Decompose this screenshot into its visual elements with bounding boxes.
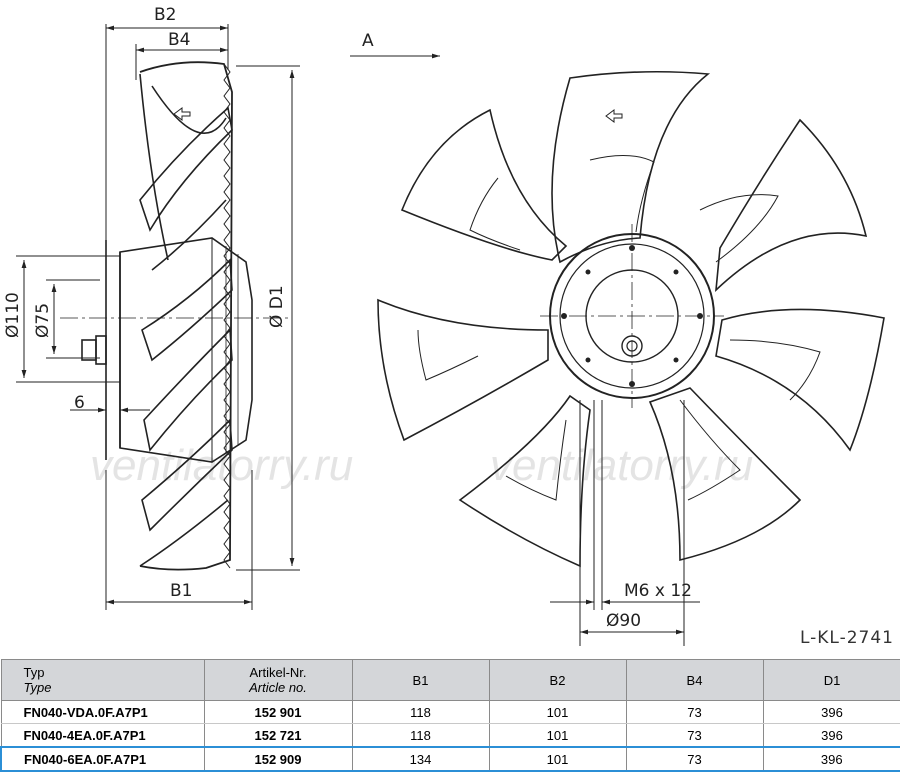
view-a-label: A (362, 31, 374, 51)
table-header-row: Typ Type Artikel-Nr. Article no. B1 B2 B… (0, 659, 900, 701)
header-type: Typ Type (0, 659, 205, 701)
cell-d1: 396 (762, 746, 900, 772)
dim-d1-label: Ø D1 (267, 285, 287, 328)
dim-b1-label: B1 (170, 581, 192, 601)
cell-b4: 73 (625, 746, 764, 772)
cell-d1: 396 (762, 700, 900, 724)
dim-b4-label: B4 (168, 30, 190, 50)
table-row[interactable]: FN040-VDA.0F.A7P1 152 901 118 101 73 396 (0, 700, 900, 724)
front-dimensions (350, 53, 700, 646)
dim-d75-label: Ø75 (33, 303, 53, 338)
fan-technical-drawing: ventilatorry.ru ventilatorry.ru (3, 5, 885, 646)
header-d1: D1 (762, 659, 900, 701)
cell-b1: 134 (351, 746, 490, 772)
header-b2: B2 (488, 659, 627, 701)
header-type-sublabel: Type (23, 680, 52, 695)
cell-b4: 73 (625, 700, 764, 724)
dim-b2-label: B2 (154, 5, 176, 25)
cell-b1: 118 (351, 700, 490, 724)
header-type-label: Typ (23, 665, 45, 680)
cell-b1: 118 (351, 723, 490, 748)
article-table: Typ Type Artikel-Nr. Article no. B1 B2 B… (0, 659, 900, 772)
cell-type: FN040-4EA.0F.A7P1 (0, 723, 205, 748)
dim-thread-label: M6 x 12 (624, 581, 692, 601)
cell-type: FN040-6EA.0F.A7P1 (0, 746, 205, 772)
watermark-right: ventilatorry.ru (490, 441, 753, 490)
cell-article: 152 721 (203, 723, 353, 748)
cell-b4: 73 (625, 723, 764, 748)
header-article-label: Artikel-Nr. (249, 665, 307, 680)
cell-b2: 101 (488, 700, 627, 724)
header-article: Artikel-Nr. Article no. (203, 659, 353, 701)
watermark-left: ventilatorry.ru (90, 441, 353, 490)
cell-d1: 396 (762, 723, 900, 748)
table-row[interactable]: FN040-4EA.0F.A7P1 152 721 118 101 73 396 (0, 723, 900, 748)
cell-article: 152 909 (203, 746, 353, 772)
dim-6-label: 6 (74, 393, 85, 413)
header-article-sublabel: Article no. (249, 680, 307, 695)
header-b1: B1 (351, 659, 490, 701)
dim-d110-label: Ø110 (3, 292, 23, 338)
front-view (377, 70, 885, 568)
table-row-selected[interactable]: FN040-6EA.0F.A7P1 152 909 134 101 73 396 (0, 746, 900, 772)
dim-d90-label: Ø90 (606, 611, 641, 631)
drawing-code: L-KL-2741 (799, 628, 894, 648)
side-view (60, 61, 290, 571)
cell-article: 152 901 (203, 700, 353, 724)
cell-b2: 101 (488, 723, 627, 748)
front-centerlines (540, 224, 724, 408)
cell-type: FN040-VDA.0F.A7P1 (0, 700, 205, 724)
side-dimensions (16, 24, 300, 610)
header-b4: B4 (625, 659, 764, 701)
cell-b2: 101 (488, 746, 627, 772)
